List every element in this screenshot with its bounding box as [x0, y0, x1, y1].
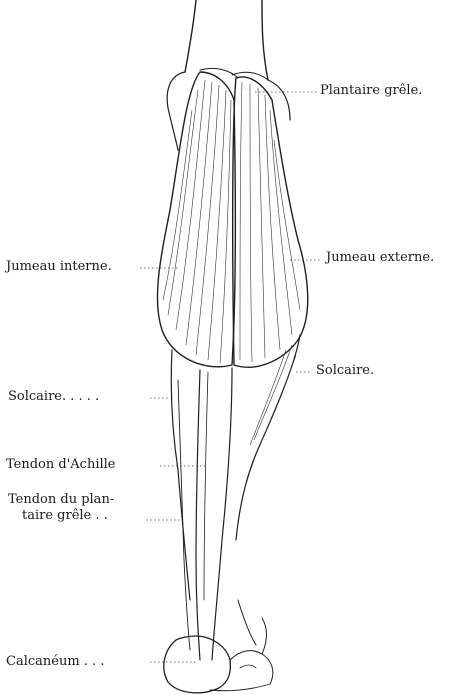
- plantaris-tendon: [178, 380, 190, 650]
- solcaire-muscle: [171, 335, 300, 600]
- femur-shaft: [185, 0, 268, 80]
- knee-region: [167, 68, 290, 150]
- label-tendon-plantaire-line1: Tendon du plan-: [8, 493, 114, 507]
- label-tendon-plantaire-line2: taire grêle . .: [22, 509, 108, 523]
- label-solcaire-right: Solcaire.: [316, 364, 374, 378]
- jumeau-externe-muscle: [233, 77, 308, 367]
- label-jumeau-externe: Jumeau externe.: [326, 251, 434, 265]
- label-plantaire-grele: Plantaire grêle.: [320, 84, 422, 98]
- leader-lines: [140, 92, 322, 662]
- label-jumeau-interne: Jumeau interne.: [6, 260, 112, 274]
- achilles-tendon: [196, 368, 232, 660]
- calcaneum-bone: [164, 600, 273, 693]
- jumeau-interne-muscle: [157, 72, 235, 367]
- label-calcaneum: Calcanéum . . .: [6, 655, 104, 669]
- label-tendon-achille: Tendon d'Achille: [6, 458, 115, 472]
- label-solcaire-left: Solcaire. . . . .: [8, 390, 99, 404]
